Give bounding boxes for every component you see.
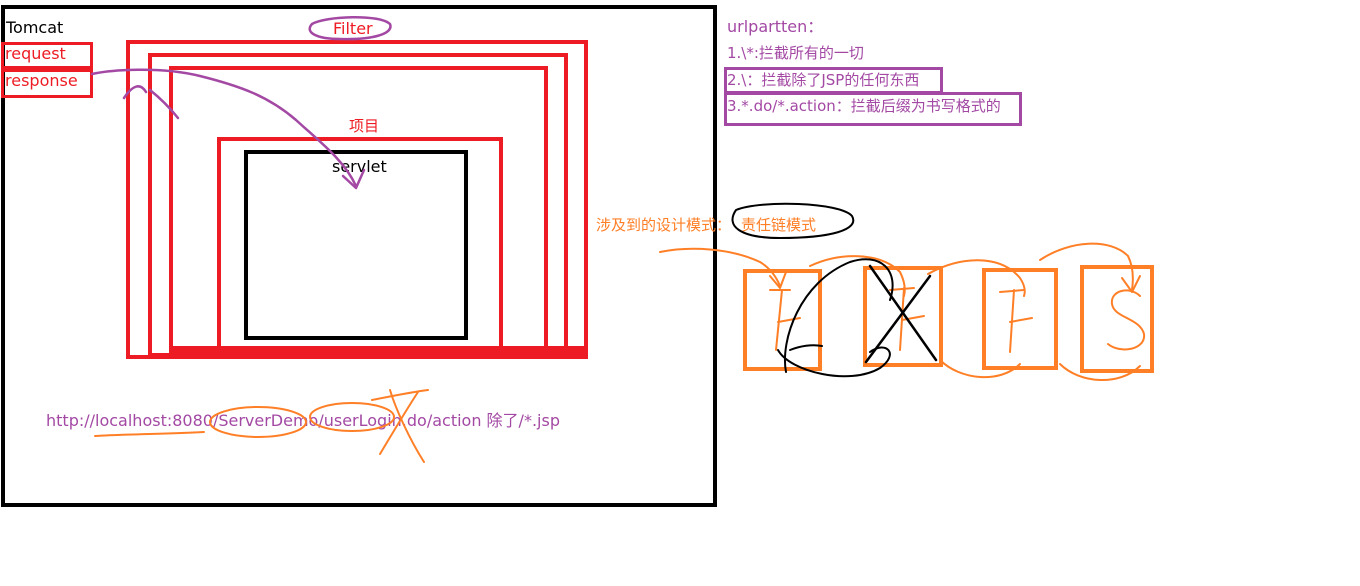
urlpattern-item-2: 2.\：拦截除了JSP的任何东西 — [727, 71, 920, 89]
response-box — [1, 69, 93, 98]
filter-circle — [308, 16, 392, 41]
urlpattern-title: urlpartten： — [727, 17, 824, 36]
design-pattern-name: 责任链模式 — [741, 216, 817, 234]
response-hook-2 — [148, 88, 180, 120]
black-link-2 — [777, 346, 891, 378]
black-link-3 — [789, 344, 823, 351]
pattern-name-circle — [731, 202, 855, 239]
response-hook-1 — [122, 85, 148, 100]
url-circle-userlogin — [309, 402, 395, 432]
response-label: response — [5, 71, 78, 90]
url-cross-3 — [371, 389, 429, 401]
chain-return-1 — [939, 359, 1021, 378]
url-cross-1 — [389, 389, 425, 463]
black-cross-2 — [864, 274, 932, 364]
chain-box-2 — [863, 266, 943, 367]
url-underline — [94, 431, 205, 437]
chain-box-4 — [1080, 265, 1154, 373]
project-label: 项目 — [349, 117, 380, 135]
filter-label: Filter — [333, 19, 373, 38]
chain-box-1 — [743, 269, 822, 371]
tomcat-label: Tomcat — [6, 18, 64, 37]
black-link-1 — [784, 258, 894, 373]
chain-arrow-1 — [659, 247, 781, 287]
url-cross-2 — [379, 391, 419, 455]
servlet-box — [244, 150, 468, 340]
chain-arrow-1-head — [769, 271, 787, 289]
design-pattern-label: 涉及到的设计模式： — [596, 216, 732, 234]
chain-letter-2 — [889, 287, 925, 351]
tomcat-container — [1, 5, 717, 507]
urlpattern-item-1: 1.\*:拦截所有的一切 — [727, 44, 864, 62]
request-flow-arrow-head — [341, 168, 366, 190]
chain-return-2 — [1059, 363, 1141, 381]
chain-letter-1 — [769, 289, 801, 351]
project-box — [217, 137, 503, 353]
request-label: request — [5, 44, 66, 63]
chain-letter-4 — [1107, 289, 1146, 351]
urlpattern-item-3-box — [724, 92, 1022, 126]
chain-arrow-4 — [1039, 242, 1134, 291]
chain-letter-3 — [999, 289, 1033, 353]
url-example: http://localhost:8080/ServerDemo/userLog… — [46, 411, 560, 430]
url-circle-serverdemo — [209, 406, 307, 438]
request-box — [1, 42, 93, 69]
urlpattern-item-3: 3.*.do/*.action：拦截后缀为书写格式的 — [727, 97, 1001, 115]
chain-box-3 — [982, 268, 1058, 370]
request-flow-arrow — [90, 68, 358, 188]
